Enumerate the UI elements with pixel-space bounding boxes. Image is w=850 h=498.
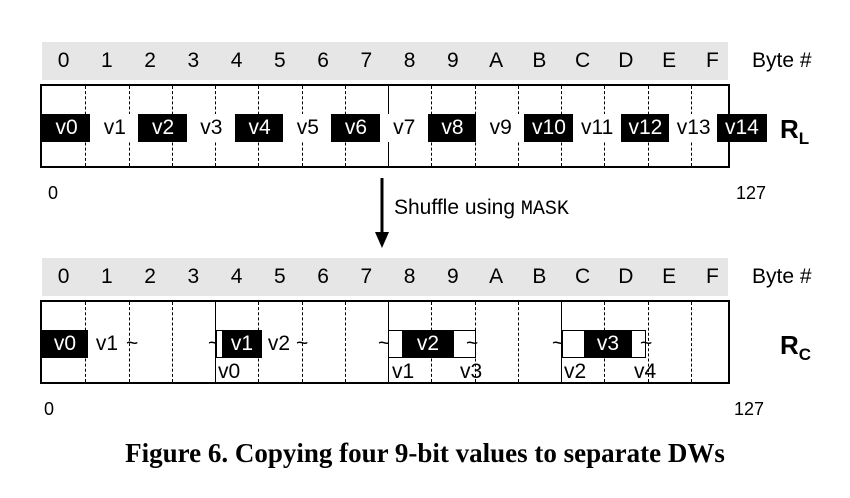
register-rl-letter: R <box>780 114 799 144</box>
rc-dw2-value-v2: v2 <box>402 330 454 358</box>
bottom-byte-header <box>42 258 728 296</box>
top-byte-label-7: 7 <box>360 49 373 72</box>
rl-value-v11: v11 <box>572 114 622 142</box>
bottom-scale-end: 127 <box>734 399 765 419</box>
rc-dw2-below-v1: v1 <box>392 360 415 383</box>
bottom-byte-label-2: 2 <box>144 265 156 288</box>
rc-byte-divider <box>690 302 692 382</box>
rc-dw0-next-v1: v1 <box>88 330 126 358</box>
rl-value-v8: v8 <box>427 114 478 142</box>
bottom-byte-header-label: Byte # <box>752 265 812 288</box>
rc-byte-divider <box>561 302 562 382</box>
rc-byte-divider <box>517 302 519 382</box>
bottom-byte-label-5: 5 <box>274 265 286 288</box>
rl-value-v1: v1 <box>90 114 140 142</box>
top-byte-label-9: 9 <box>447 49 459 72</box>
top-byte-label-8: 8 <box>403 49 416 72</box>
rl-value-v10: v10 <box>524 114 574 142</box>
rc-dw0-tilde: ~ <box>126 332 139 355</box>
rc-byte-divider <box>171 302 173 382</box>
rc-dw3-tilde-before: ~ <box>552 332 565 355</box>
rc-byte-divider <box>344 302 346 382</box>
bottom-byte-label-6: 6 <box>317 265 329 288</box>
bottom-byte-label-4: 4 <box>230 265 243 288</box>
rl-value-v7: v7 <box>379 114 429 142</box>
top-byte-header-label: Byte # <box>752 49 812 72</box>
shuffle-label: Shuffle using MASK <box>394 196 569 222</box>
rl-value-v0: v0 <box>42 114 92 142</box>
rc-dw1-tilde-after: ~ <box>296 332 309 355</box>
shuffle-arrow <box>375 178 389 248</box>
rc-dw0-value-v0: v0 <box>42 330 88 358</box>
rl-value-v13: v13 <box>669 114 719 142</box>
top-byte-label-B: B <box>532 49 547 72</box>
top-byte-label-2: 2 <box>144 49 156 72</box>
top-byte-label-0: 0 <box>57 49 70 72</box>
shuffle-mask: MASK <box>520 198 569 221</box>
top-byte-label-6: 6 <box>317 49 329 72</box>
rl-value-v12: v12 <box>620 114 671 142</box>
rc-dw3-value-v3: v3 <box>584 330 632 358</box>
bottom-byte-label-E: E <box>662 265 677 288</box>
rc-dw1-below-v0: v0 <box>218 360 241 383</box>
top-byte-label-C: C <box>575 49 591 72</box>
register-rc-letter: R <box>780 330 799 360</box>
rc-dw2-tilde-before: ~ <box>378 332 391 355</box>
bottom-byte-label-0: 0 <box>57 265 70 288</box>
rc-dw3-below-v4: v4 <box>634 360 657 383</box>
bottom-scale-start: 0 <box>44 399 55 419</box>
rc-byte-divider <box>215 302 216 382</box>
rc-byte-divider <box>647 302 649 382</box>
rc-dw1-value-v1: v1 <box>222 330 262 358</box>
bottom-byte-label-D: D <box>618 265 634 288</box>
top-byte-label-3: 3 <box>187 49 200 72</box>
rc-dw3-below-v2: v2 <box>564 360 587 383</box>
rc-byte-divider <box>301 302 303 382</box>
rl-value-v5: v5 <box>283 114 333 142</box>
rc-dw1-next-v2: v2 <box>262 330 296 358</box>
shuffle-text: Shuffle using <box>394 196 521 219</box>
register-rc-name: RC <box>780 330 811 370</box>
top-byte-label-4: 4 <box>230 49 243 72</box>
rc-dw3-tilde-after: ~ <box>640 332 653 355</box>
rl-value-v14: v14 <box>717 114 767 142</box>
top-byte-label-1: 1 <box>101 49 113 72</box>
register-rc-subscript: C <box>798 345 812 365</box>
bottom-byte-label-F: F <box>705 265 719 288</box>
top-byte-label-5: 5 <box>274 49 286 72</box>
bottom-byte-label-8: 8 <box>403 265 416 288</box>
rl-value-v3: v3 <box>186 114 236 142</box>
top-byte-label-A: A <box>489 49 504 72</box>
rc-dw2-tilde-after: ~ <box>466 332 479 355</box>
rc-byte-divider <box>128 302 130 382</box>
bottom-byte-label-9: 9 <box>447 265 459 288</box>
top-byte-label-D: D <box>618 49 634 72</box>
bottom-byte-label-1: 1 <box>101 265 113 288</box>
rl-value-v6: v6 <box>331 114 381 142</box>
rl-value-v2: v2 <box>138 114 188 142</box>
bottom-byte-label-C: C <box>575 265 591 288</box>
register-rl-subscript: L <box>798 129 810 149</box>
top-scale-end: 127 <box>736 183 767 203</box>
rl-value-v9: v9 <box>476 114 526 142</box>
register-rl-name: RL <box>780 114 809 154</box>
rl-value-v4: v4 <box>234 114 285 142</box>
top-scale-start: 0 <box>48 183 59 203</box>
bottom-byte-label-7: 7 <box>360 265 373 288</box>
top-byte-header <box>42 42 728 80</box>
figure-caption: Figure 6. Copying four 9-bit values to s… <box>125 438 725 468</box>
rc-dw2-below-v3: v3 <box>460 360 483 383</box>
bottom-byte-label-3: 3 <box>187 265 200 288</box>
bottom-byte-label-B: B <box>532 265 547 288</box>
bottom-byte-label-A: A <box>489 265 504 288</box>
top-byte-label-F: F <box>705 49 719 72</box>
top-byte-label-E: E <box>662 49 677 72</box>
